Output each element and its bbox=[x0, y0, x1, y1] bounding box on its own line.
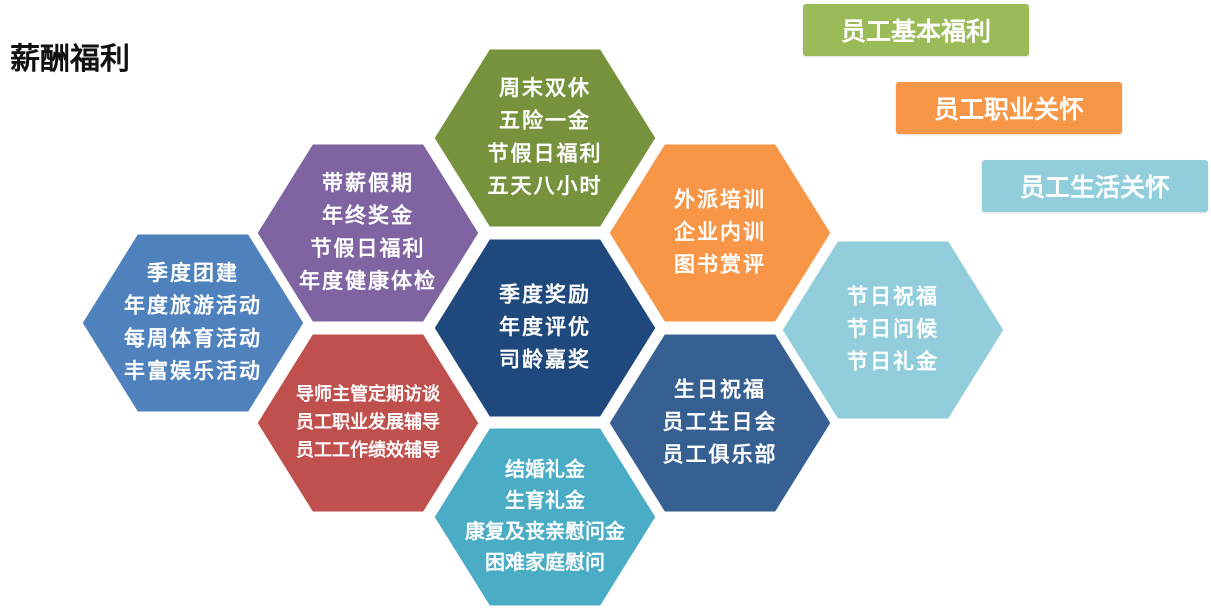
hexagon-line: 康复及丧亲慰问金 bbox=[465, 519, 626, 543]
hexagon-line: 外派培训 bbox=[674, 187, 766, 211]
hexagon-line: 五天八小时 bbox=[488, 174, 603, 198]
hexagon-line: 周末双休 bbox=[499, 76, 591, 100]
hexagon-line: 季度奖励 bbox=[499, 282, 591, 306]
hexagon-line: 季度团建 bbox=[147, 261, 239, 285]
hexagon-shape bbox=[431, 425, 659, 609]
hexagon-shape bbox=[606, 331, 834, 515]
hexagon-line: 年度健康体检 bbox=[299, 269, 437, 293]
hexagon-line: 五险一金 bbox=[499, 109, 591, 133]
hexagon-line: 节日礼金 bbox=[847, 350, 939, 374]
page-title: 薪酬福利 bbox=[10, 42, 130, 77]
hexagon-line: 困难家庭慰问 bbox=[485, 550, 605, 574]
hexagon-line: 年度旅游活动 bbox=[124, 294, 262, 318]
hexagon-line: 带薪假期 bbox=[322, 171, 414, 195]
hexagon-shape bbox=[79, 231, 307, 415]
legend-career-care: 员工职业关怀 bbox=[896, 82, 1122, 134]
hexagon-line: 每周体育活动 bbox=[124, 326, 262, 350]
hexagon-shape bbox=[254, 331, 482, 515]
hexagon-line: 年终奖金 bbox=[322, 204, 414, 228]
hexagon-line: 员工工作绩效辅导 bbox=[296, 439, 440, 461]
hexagon-line: 节日问候 bbox=[847, 317, 939, 341]
legend-life-care: 员工生活关怀 bbox=[982, 160, 1208, 212]
hexagon-shape bbox=[779, 238, 1007, 422]
hexagon-shape bbox=[606, 141, 834, 325]
hexagon-line: 节日祝福 bbox=[847, 284, 939, 308]
hexagon-line: 司龄嘉奖 bbox=[499, 348, 591, 372]
hexagon-line: 企业内训 bbox=[673, 220, 766, 244]
hexagon-shape bbox=[431, 236, 659, 420]
hexagon-line: 丰富娱乐活动 bbox=[124, 359, 262, 383]
hexagon-line: 员工职业发展辅导 bbox=[296, 411, 440, 433]
hexagon-line: 节假日福利 bbox=[488, 141, 603, 165]
hexagon-shape bbox=[431, 46, 659, 230]
hexagon-line: 图书赏评 bbox=[674, 253, 766, 277]
hexagon-shape bbox=[254, 141, 482, 325]
hexagon-line: 导师主管定期访谈 bbox=[296, 383, 441, 405]
hexagon-line: 节假日福利 bbox=[311, 236, 426, 260]
hexagon-line: 生日祝福 bbox=[674, 377, 766, 401]
hexagon-line: 结婚礼金 bbox=[505, 457, 586, 481]
hexagon-line: 生育礼金 bbox=[505, 488, 586, 512]
hexagon-line: 员工俱乐部 bbox=[663, 443, 778, 467]
hexagon-line: 员工生日会 bbox=[663, 410, 778, 434]
hexagon-line: 年度评优 bbox=[499, 315, 591, 339]
legend-basic-welfare: 员工基本福利 bbox=[803, 4, 1029, 56]
